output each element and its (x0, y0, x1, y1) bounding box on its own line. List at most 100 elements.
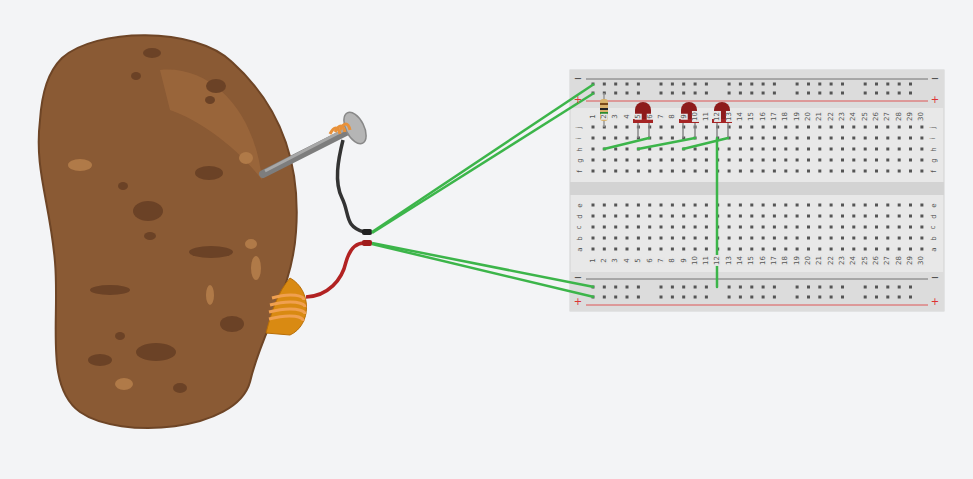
hole (592, 137, 595, 140)
hole (841, 204, 844, 207)
column-number: 17 (771, 255, 778, 266)
hole (818, 159, 821, 162)
hole (626, 137, 629, 140)
hole (841, 170, 844, 173)
hole (762, 148, 765, 151)
hole (750, 92, 753, 95)
hole (920, 248, 923, 251)
hole (637, 286, 640, 289)
hole (603, 170, 606, 173)
hole (909, 159, 912, 162)
row-letter: i (930, 137, 937, 139)
hole (864, 215, 867, 218)
hole (796, 248, 799, 251)
hole (852, 126, 855, 129)
hole (614, 215, 617, 218)
hole (660, 126, 663, 129)
hole (796, 237, 799, 240)
hole (739, 92, 742, 95)
hole (852, 159, 855, 162)
row-letter: f (931, 170, 938, 172)
hole (671, 286, 674, 289)
hole (705, 126, 708, 129)
hole (898, 137, 901, 140)
hole (728, 215, 731, 218)
hole (614, 226, 617, 229)
hole (875, 148, 878, 151)
hole (762, 296, 765, 299)
hole (909, 248, 912, 251)
hole (920, 204, 923, 207)
hole (898, 126, 901, 129)
hole (807, 215, 810, 218)
hole (626, 159, 629, 162)
hole (648, 248, 651, 251)
column-number: 25 (862, 111, 869, 122)
potato (39, 35, 297, 428)
hole (637, 83, 640, 86)
hole (784, 148, 787, 151)
hole (784, 170, 787, 173)
hole (807, 148, 810, 151)
hole (909, 148, 912, 151)
hole (671, 137, 674, 140)
hole (694, 159, 697, 162)
hole (909, 215, 912, 218)
hole (682, 286, 685, 289)
column-number: 5 (635, 257, 642, 263)
row-letter: e (930, 203, 937, 207)
hole (796, 137, 799, 140)
hole (784, 137, 787, 140)
hole (603, 237, 606, 240)
hole (739, 248, 742, 251)
hole (807, 237, 810, 240)
hole (750, 237, 753, 240)
hole (626, 286, 629, 289)
hole (660, 226, 663, 229)
column-number: 9 (680, 113, 687, 119)
column-number: 10 (692, 111, 699, 122)
hole (841, 148, 844, 151)
hole (898, 226, 901, 229)
hole (705, 148, 708, 151)
hole (864, 148, 867, 151)
hole (920, 137, 923, 140)
hole (807, 92, 810, 95)
hole (841, 215, 844, 218)
jumper-wires (372, 84, 594, 297)
rail-line (586, 101, 928, 102)
center-channel (570, 182, 944, 195)
hole (705, 204, 708, 207)
hole (886, 248, 889, 251)
hole (762, 137, 765, 140)
hole (739, 159, 742, 162)
hole (739, 137, 742, 140)
hole (762, 237, 765, 240)
hole (807, 126, 810, 129)
hole (694, 83, 697, 86)
hole (841, 296, 844, 299)
column-number: 12 (714, 255, 721, 266)
hole (773, 170, 776, 173)
hole (875, 137, 878, 140)
hole (909, 137, 912, 140)
hole (886, 148, 889, 151)
hole (648, 215, 651, 218)
hole (818, 237, 821, 240)
hole (909, 286, 912, 289)
hole (637, 248, 640, 251)
hole (626, 215, 629, 218)
row-letter: g (931, 158, 938, 162)
column-number: 7 (658, 257, 665, 263)
hole (841, 83, 844, 86)
hole (773, 286, 776, 289)
column-number: 2 (601, 257, 608, 263)
column-number: 21 (816, 111, 823, 122)
hole (603, 248, 606, 251)
hole (626, 92, 629, 95)
hole (796, 215, 799, 218)
hole (705, 286, 708, 289)
hole (886, 204, 889, 207)
hole (784, 126, 787, 129)
row-letter: b (931, 236, 938, 240)
